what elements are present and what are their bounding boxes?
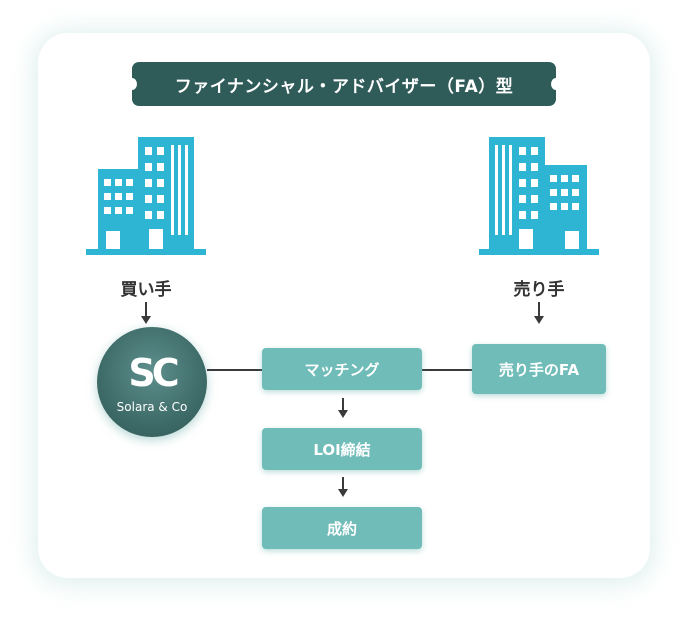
process-step-matching: マッチング bbox=[262, 348, 422, 390]
process-step-loi: LOI締結 bbox=[262, 428, 422, 470]
buyer-label: 買い手 bbox=[120, 280, 172, 300]
buyer-arrow-head bbox=[141, 316, 151, 324]
buyer-building-icon bbox=[86, 137, 206, 255]
seller-arrow-line bbox=[538, 302, 540, 316]
seller-building-icon bbox=[479, 137, 599, 255]
banner-notch-left bbox=[127, 78, 137, 90]
connector-matching-to-seller-fa bbox=[422, 369, 472, 371]
diagram-title: ファイナンシャル・アドバイザー（FA）型 bbox=[174, 76, 514, 97]
seller-arrow-head bbox=[534, 316, 544, 324]
matching-to-loi-line bbox=[342, 398, 344, 410]
loi-to-closing-line bbox=[342, 477, 344, 489]
connector-buyer-to-matching bbox=[207, 369, 262, 371]
buyer-arrow-line bbox=[145, 302, 147, 316]
matching-to-loi-head bbox=[338, 410, 348, 418]
logo-company-name: Solara & Co bbox=[116, 400, 188, 414]
seller-label: 売り手 bbox=[513, 280, 565, 300]
diagram-title-banner: ファイナンシャル・アドバイザー（FA）型 bbox=[127, 62, 561, 106]
buyer-company-logo: SC Solara & Co bbox=[97, 327, 207, 437]
loi-to-closing-head bbox=[338, 489, 348, 497]
process-step-closing: 成約 bbox=[262, 507, 422, 549]
logo-mark: SC bbox=[128, 351, 179, 395]
banner-notch-right bbox=[551, 78, 561, 90]
seller-fa-box: 売り手のFA bbox=[472, 344, 606, 394]
diagram-card bbox=[38, 33, 650, 578]
